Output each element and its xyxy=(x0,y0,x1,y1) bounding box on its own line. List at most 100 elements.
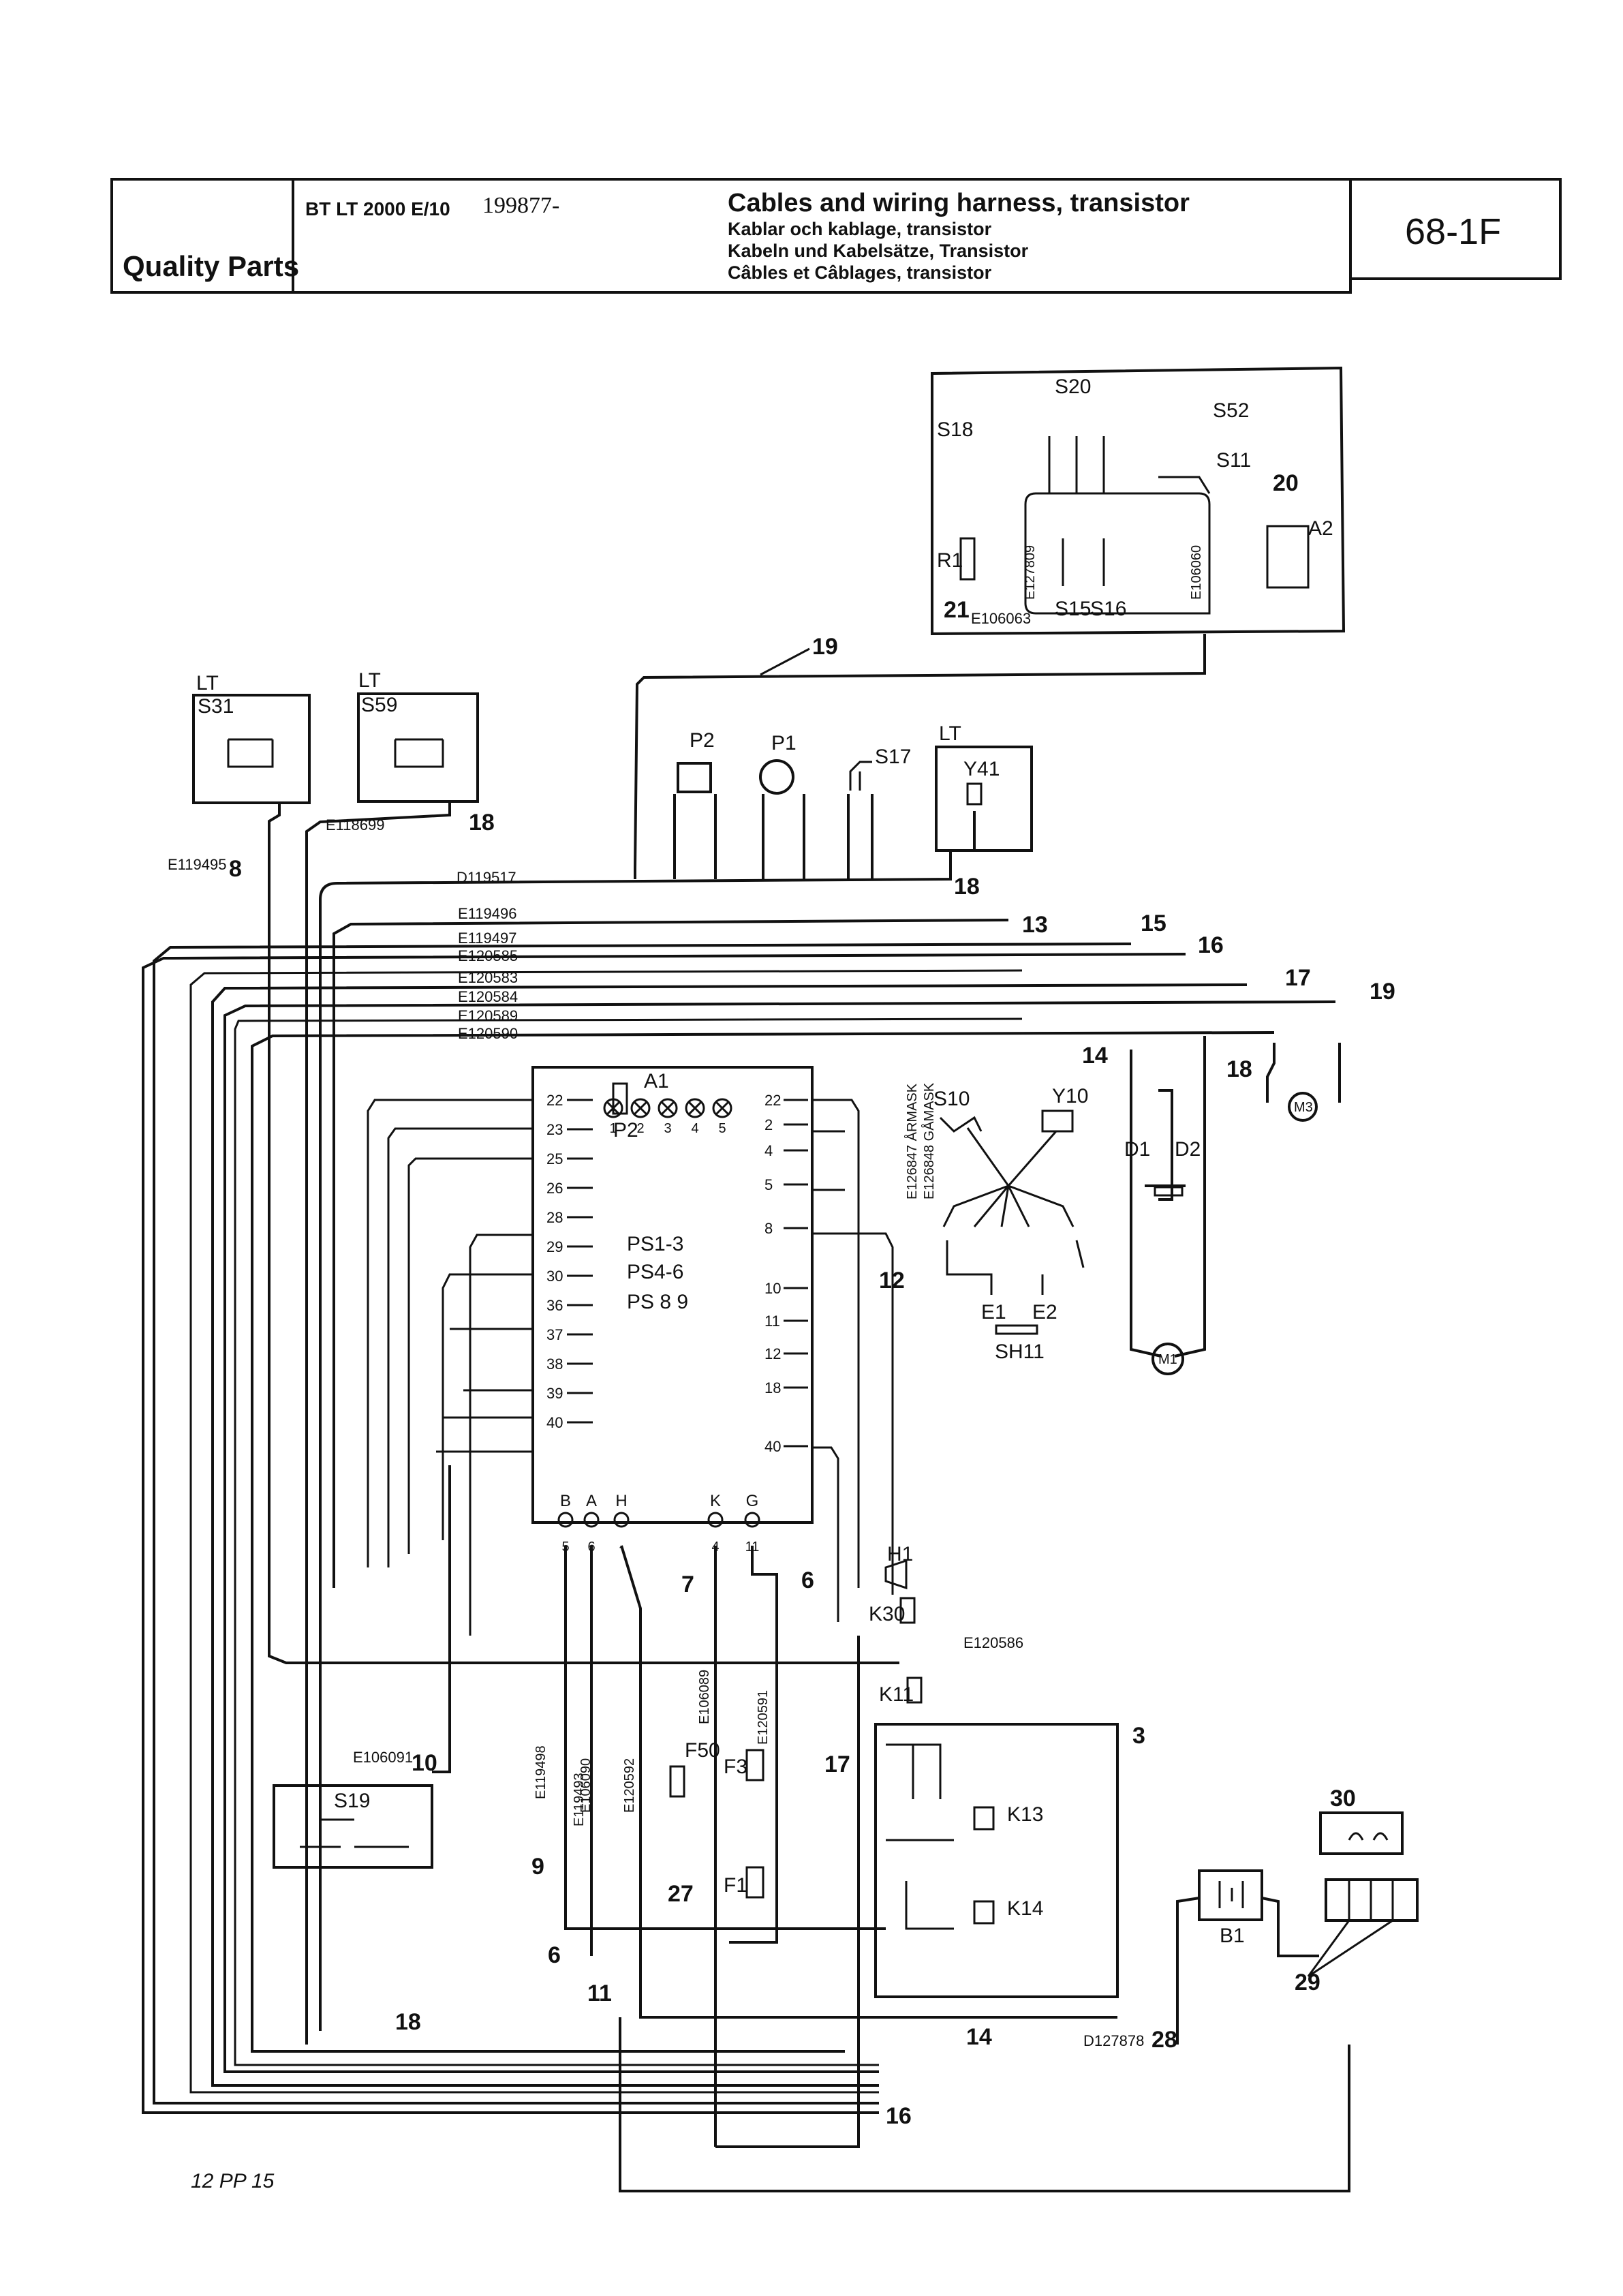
a1-right-pin-12: 12 xyxy=(764,1345,781,1362)
a1-right-pin-40: 40 xyxy=(764,1438,781,1455)
a1-left-harness xyxy=(367,1099,533,1636)
callout-19: 19 xyxy=(1370,979,1395,1005)
callout-16: 16 xyxy=(1198,932,1224,958)
control-panel-group: S18 S20 S52 S11 S15 S16 R1 A2 E127809 E1… xyxy=(931,366,1346,636)
callout-15: 15 xyxy=(1141,910,1166,936)
title-block-code-cell xyxy=(1349,178,1562,280)
a1-lamp-cross xyxy=(715,1101,730,1116)
a1-terminal-G-post xyxy=(744,1512,760,1528)
a1-indicator-lamp-3 xyxy=(658,1098,678,1118)
a1-right-pin-8: 8 xyxy=(764,1220,773,1237)
cable-15 xyxy=(153,943,1132,2104)
callout-24: 21 xyxy=(944,597,970,623)
a1-right-pin-10: 10 xyxy=(764,1280,781,1297)
cable-18-top xyxy=(251,1031,1275,2053)
cable-d119517-label: D119517 xyxy=(457,869,516,886)
cable-e120592-label: E120592 xyxy=(622,1758,637,1813)
serial-label: 199877- xyxy=(482,193,560,218)
title-german: Kabeln und Kabelsätze, Transistor xyxy=(728,241,1029,261)
callout-10: 10 xyxy=(412,1750,437,1776)
callout-22: 19 xyxy=(812,634,838,660)
a1-left-pin-29: 29 xyxy=(546,1238,563,1255)
s19-label: S19 xyxy=(334,1790,370,1812)
h1-horn xyxy=(884,1559,908,1590)
a1-terminal-K-post xyxy=(707,1512,724,1528)
m3-label: M3 xyxy=(1294,1100,1313,1115)
y41-box xyxy=(935,746,1033,852)
s10-y10-fan xyxy=(942,1127,1075,1227)
d1-label: D1 xyxy=(1124,1138,1150,1161)
cable-e119497-label: E119497 xyxy=(458,930,516,947)
a1-terminal-wire-H: - xyxy=(619,1540,624,1555)
s19-contacts xyxy=(300,1818,409,1848)
callout-6b: 6 xyxy=(548,1942,561,1968)
connector-pins xyxy=(1348,1832,1394,1920)
f1-fuse xyxy=(745,1866,764,1899)
callout-30: 30 xyxy=(1330,1786,1356,1811)
s20-label: S20 xyxy=(1055,376,1091,398)
a1-left-pin-30: 30 xyxy=(546,1268,563,1285)
callout-7: 7 xyxy=(681,1572,694,1597)
a1-lamp-cross xyxy=(633,1101,648,1116)
s31-box xyxy=(192,694,311,804)
contactor-internals xyxy=(886,1743,954,1930)
d2-label: D2 xyxy=(1175,1138,1201,1161)
callout-18: 18 xyxy=(1226,1056,1252,1082)
a1-indicator-lamp-4 xyxy=(685,1098,705,1118)
a1-terminal-A: A xyxy=(586,1492,597,1510)
y10-coil xyxy=(1041,1109,1074,1133)
cable-13 xyxy=(333,919,1009,1588)
a1-right-pin-2: 2 xyxy=(764,1116,773,1133)
a1-lamp-number-1: 1 xyxy=(609,1121,617,1136)
a1-terminal-H: H xyxy=(615,1492,627,1510)
page-code: 68-1F xyxy=(1405,211,1502,252)
s59-switch-group: LT S59 xyxy=(357,669,479,803)
callout-11: 11 xyxy=(587,1980,612,2006)
callout-9: 9 xyxy=(531,1854,544,1880)
callout-14b: 14 xyxy=(966,2024,992,2050)
a1-left-pin-28: 28 xyxy=(546,1209,563,1226)
a2-label: A2 xyxy=(1308,517,1333,540)
m3-wiring xyxy=(1266,1043,1341,1103)
b1-battery-box xyxy=(1198,1869,1263,1921)
bundle-extra-1 xyxy=(189,969,1023,2094)
s19-switch-group: S19 xyxy=(273,1784,433,1869)
callout-17: 17 xyxy=(1285,965,1311,991)
callout-27: 27 xyxy=(668,1881,694,1907)
s17-label: S17 xyxy=(875,746,911,768)
cable-e119496-label: E119496 xyxy=(458,905,516,922)
callout-13: 13 xyxy=(1022,912,1048,938)
a1-terminal-B: B xyxy=(560,1492,571,1510)
cable-e118699-label: E118699 xyxy=(326,816,384,833)
a1-right-pin-22: 22 xyxy=(764,1092,781,1109)
callout-16b: 16 xyxy=(886,2103,912,2129)
title-swedish: Kablar och kablage, transistor xyxy=(728,219,992,239)
m3-motor-group: M3 xyxy=(1266,1043,1341,1122)
a1-p2-label: P2 xyxy=(613,1119,638,1142)
s31-switch-group: LT S31 xyxy=(192,672,311,804)
a1-indicator-lamp-2 xyxy=(630,1098,651,1118)
cable-e106060-label: E106060 xyxy=(1189,545,1204,600)
e2-label: E2 xyxy=(1032,1301,1057,1323)
s59-lt-label: LT xyxy=(358,669,381,692)
cable-17 xyxy=(211,983,1248,2087)
cable-e120586-label: E120586 xyxy=(963,1634,1023,1651)
title-french: Câbles et Câblages, transistor xyxy=(728,262,992,283)
callout-3: 3 xyxy=(1132,1723,1145,1749)
panel-internal-wires xyxy=(1048,436,1211,586)
title-english: Cables and wiring harness, transistor xyxy=(728,189,1190,217)
y41-label: Y41 xyxy=(963,758,1000,780)
a1-terminal-K: K xyxy=(710,1492,721,1510)
callout-20: 18 xyxy=(469,810,495,836)
cable-e120589-label: E120589 xyxy=(458,1007,518,1024)
harness-22 xyxy=(634,634,1206,869)
a1-terminal-wire-B: 5 xyxy=(561,1540,569,1555)
leader-29 xyxy=(1307,1919,1393,1978)
a1-left-pin-25: 25 xyxy=(546,1150,563,1167)
wire-s19-out xyxy=(432,1465,451,1773)
control-panel-outline xyxy=(931,366,1346,636)
relay-panel-group: H1 K30 K11 K13 K14 E120586 F50 F3 F1 E10… xyxy=(534,1543,1119,1998)
r1-resistor-body xyxy=(959,537,976,581)
sh11-label: SH11 xyxy=(995,1341,1045,1363)
a1-left-pin-23: 23 xyxy=(546,1121,563,1138)
